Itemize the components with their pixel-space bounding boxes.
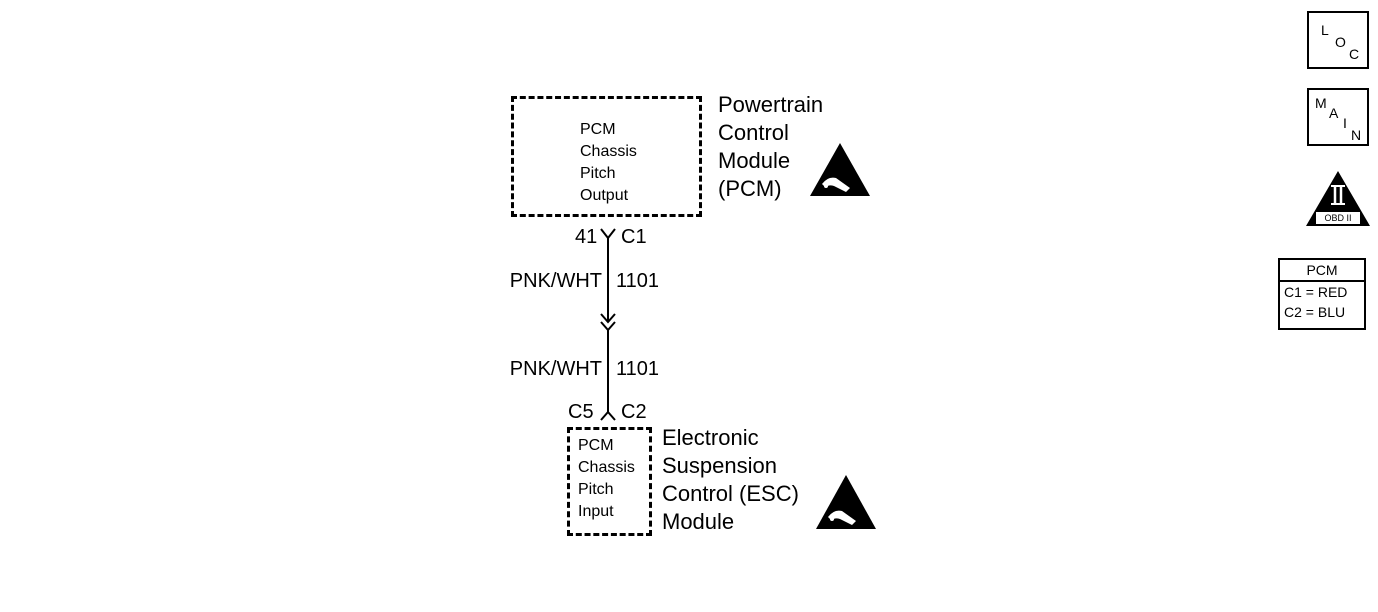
esc-function-line: Chassis (578, 459, 635, 476)
main-letter: N (1351, 127, 1362, 143)
pcm-function-text: PCM Chassis Pitch Output (580, 119, 637, 207)
esc-name-line: Suspension (662, 453, 777, 478)
esc-name-line: Control (ESC) (662, 481, 799, 506)
loc-letter: C (1349, 46, 1360, 62)
esc-component-name: Electronic Suspension Control (ESC) Modu… (662, 424, 799, 536)
esc-name-line: Electronic (662, 425, 759, 450)
main-letter: I (1343, 115, 1347, 131)
esd-warning-icon (816, 475, 876, 529)
esc-pin-number: C5 (568, 401, 594, 423)
wire-color-top: PNK/WHT (509, 270, 602, 292)
esc-connector-symbol (600, 410, 616, 421)
wire-circuit-bottom: 1101 (616, 358, 660, 380)
main-icon[interactable]: M A I N (1307, 88, 1369, 146)
wire-circuit-top: 1101 (616, 270, 660, 292)
pcm-function-line: PCM (580, 121, 616, 138)
esd-warning-icon (810, 143, 870, 196)
esc-function-line: Input (578, 503, 614, 520)
connector-color-legend: PCM C1 = RED C2 = BLU (1278, 258, 1366, 330)
pcm-function-line: Output (580, 187, 629, 204)
legend-row: C1 = RED (1284, 284, 1348, 300)
main-letter: A (1329, 105, 1339, 121)
pcm-name-line: Control (718, 120, 789, 145)
legend-row: C2 = BLU (1284, 304, 1346, 320)
esc-component-box (567, 427, 652, 536)
pcm-component-name: Powertrain Control Module (PCM) (718, 91, 823, 203)
pcm-function-line: Chassis (580, 143, 637, 160)
loc-icon[interactable]: L O C (1307, 11, 1369, 69)
pcm-connector-symbol (600, 228, 616, 239)
esc-function-text: PCM Chassis Pitch Input (578, 435, 635, 523)
esc-function-line: Pitch (578, 481, 614, 498)
legend-title: PCM (1280, 260, 1364, 282)
main-letter: M (1315, 95, 1327, 111)
pcm-component-box (511, 96, 702, 217)
esc-name-line: Module (662, 509, 735, 534)
pcm-name-line: Powertrain (718, 92, 824, 117)
esc-function-line: PCM (578, 437, 614, 454)
pcm-pin-number: 41 (575, 226, 598, 248)
loc-letter: L (1321, 22, 1329, 38)
obd-ii-label: OBD II (1324, 213, 1352, 223)
pcm-connector-id: C1 (621, 226, 647, 248)
esc-connector-id: C2 (621, 401, 647, 423)
loc-letter: O (1335, 34, 1346, 50)
obd-ii-icon (1306, 171, 1370, 226)
pcm-name-line: Module (718, 148, 791, 173)
pcm-name-line: (PCM) (718, 176, 782, 201)
wire-color-bottom: PNK/WHT (509, 358, 602, 380)
pcm-function-line: Pitch (580, 165, 616, 182)
